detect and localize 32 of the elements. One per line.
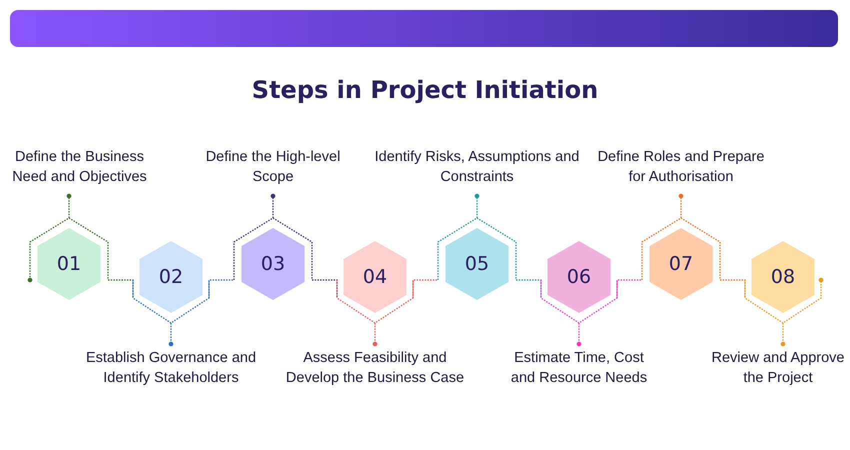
step-number: 07	[668, 253, 694, 275]
dotted-connector	[108, 279, 134, 298]
hexagon-step	[642, 218, 720, 300]
dotted-connector	[412, 279, 438, 298]
step-title: Establish Governance and Identify Stakeholders	[84, 349, 258, 388]
dotted-connector	[720, 279, 746, 298]
hexagon-step	[133, 241, 209, 323]
step-title: Review and Approve the Project	[710, 349, 846, 388]
diagram-title: Steps in Project Initiation	[250, 76, 600, 104]
step-number: 02	[158, 266, 184, 288]
hexagon-step	[234, 218, 312, 300]
step-number: 05	[464, 253, 490, 275]
step-title: Define Roles and Prepare for Authorisation	[596, 148, 766, 187]
hexagon-step	[745, 241, 821, 323]
step-number: 01	[56, 253, 82, 275]
hexagon-step	[438, 218, 516, 300]
dotted-connector	[312, 279, 338, 298]
dotted-connector	[208, 279, 234, 298]
hexagon-step	[30, 218, 108, 300]
step-title: Estimate Time, Cost and Resource Needs	[510, 349, 648, 388]
step-title: Assess Feasibility and Develop the Business Case	[284, 349, 466, 388]
step-title: Define the High-level Scope	[204, 148, 342, 187]
step-number: 03	[260, 253, 286, 275]
hexagon-step	[541, 241, 617, 323]
step-title: Identify Risks, Assumptions and Constraints	[374, 148, 580, 187]
dotted-connector	[616, 279, 642, 298]
dotted-connector	[516, 279, 542, 298]
step-number: 08	[770, 266, 796, 288]
step-title: Define the Business Need and Objectives	[11, 148, 148, 187]
step-number: 04	[362, 266, 388, 288]
step-number: 06	[566, 266, 592, 288]
hexagon-step	[337, 241, 413, 323]
